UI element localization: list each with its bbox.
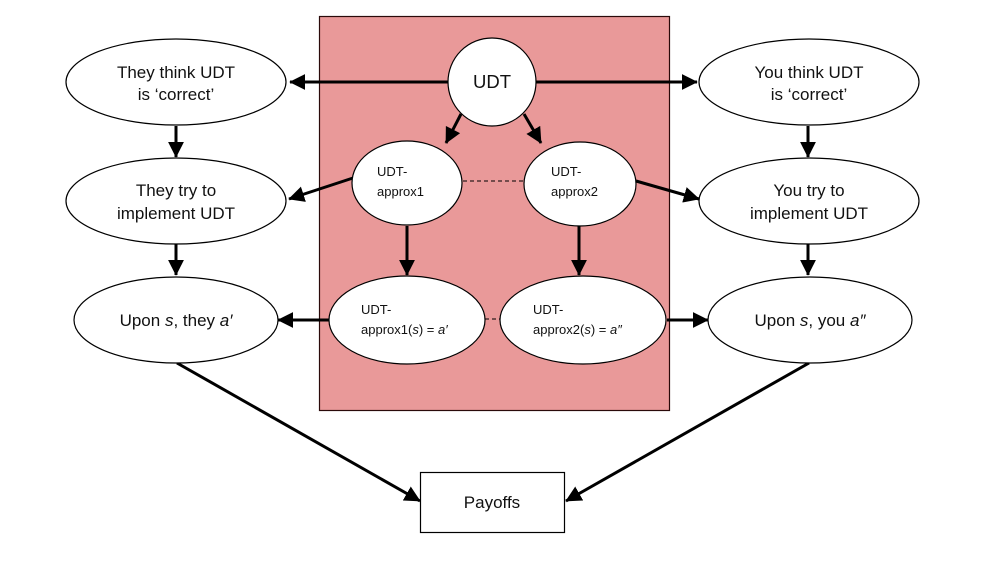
node-approx2-s: UDT- approx2(s) = a″ [499, 275, 667, 365]
node-they-think-line1: They think UDT [117, 63, 235, 82]
they-upon-mid: , they [173, 311, 219, 330]
node-approx2-s-line2: approx2(s) = a″ [533, 322, 622, 337]
node-approx2-s-line1: UDT- [533, 302, 563, 317]
they-upon-pre: Upon [120, 311, 165, 330]
node-they-try: They try to implement UDT [65, 157, 287, 245]
node-you-think: You think UDT is ‘correct’ [698, 38, 920, 126]
edge-approx1-to-they-try [288, 176, 354, 202]
node-they-try-shape [65, 157, 287, 245]
approx1-s-var: s [412, 322, 419, 337]
node-they-try-line1: They try to [136, 181, 216, 200]
node-they-think: They think UDT is ‘correct’ [65, 38, 287, 126]
node-approx2-s-shape [499, 275, 667, 365]
edge-udt-to-approx1 [444, 113, 463, 144]
node-approx1-s-shape [328, 275, 486, 365]
node-you-try: You try to implement UDT [698, 157, 920, 245]
approx2-s-out: a″ [610, 322, 622, 337]
node-you-upon-shape [707, 276, 913, 364]
approx2-s-fn: approx2( [533, 322, 585, 337]
node-you-try-line1: You try to [773, 181, 844, 200]
you-upon-pre: Upon [755, 311, 800, 330]
node-approx2: UDT- approx2 [523, 141, 637, 227]
node-udt-shape [447, 37, 537, 127]
edge-they-upon-to-payoffs [176, 361, 421, 503]
node-payoffs-label: Payoffs [464, 493, 520, 512]
node-they-upon: Upon s, they a′ [73, 276, 279, 364]
node-payoffs: Payoffs [419, 471, 566, 534]
approx1-s-fn: approx1( [361, 322, 413, 337]
they-upon-out: a′ [220, 311, 233, 330]
node-you-upon: Upon s, you a″ [707, 276, 913, 364]
node-you-think-shape [698, 38, 920, 126]
approx1-s-eq: ) = [419, 322, 438, 337]
node-approx1: UDT- approx1 [351, 140, 463, 226]
approx1-s-out: a′ [438, 322, 448, 337]
node-approx2-line2: approx2 [551, 184, 598, 199]
node-they-think-shape [65, 38, 287, 126]
node-you-try-shape [698, 157, 920, 245]
approx2-s-var: s [584, 322, 591, 337]
approx2-s-eq: ) = [591, 322, 610, 337]
node-they-upon-label: Upon s, they a′ [120, 311, 234, 330]
you-upon-out: a″ [850, 311, 866, 330]
edge-you-upon-to-payoffs [565, 361, 810, 503]
node-approx1-s: UDT- approx1(s) = a′ [328, 275, 486, 365]
node-approx1-s-line1: UDT- [361, 302, 391, 317]
node-approx1-line1: UDT- [377, 164, 407, 179]
node-approx2-line1: UDT- [551, 164, 581, 179]
they-upon-var: s [165, 311, 174, 330]
you-upon-var: s [800, 311, 809, 330]
node-you-think-line2: is ‘correct’ [771, 85, 848, 104]
edge-udt-to-approx2 [522, 113, 543, 144]
node-you-think-line1: You think UDT [755, 63, 864, 82]
node-approx1-shape [351, 140, 463, 226]
edge-approx2-to-you-try [635, 179, 700, 203]
node-approx1-line2: approx1 [377, 184, 424, 199]
node-they-try-line2: implement UDT [117, 204, 235, 223]
node-approx2-shape [523, 141, 637, 227]
node-udt-label: UDT [473, 71, 511, 92]
edges [168, 74, 816, 503]
node-you-upon-label: Upon s, you a″ [755, 311, 867, 330]
node-they-think-line2: is ‘correct’ [138, 85, 215, 104]
you-upon-mid: , you [808, 311, 850, 330]
node-they-upon-shape [73, 276, 279, 364]
node-udt: UDT [447, 37, 537, 127]
node-payoffs-shape [419, 471, 566, 534]
node-approx1-s-line2: approx1(s) = a′ [361, 322, 448, 337]
node-you-try-line2: implement UDT [750, 204, 868, 223]
